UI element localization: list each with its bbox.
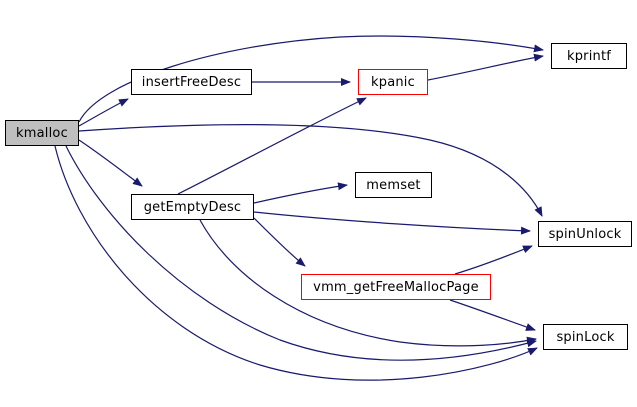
- graph-edge-kmalloc-to-spinLock: [54, 145, 538, 381]
- graph-node-spinUnlock[interactable]: spinUnlock: [538, 221, 632, 247]
- graph-node-kmalloc[interactable]: kmalloc: [5, 120, 79, 146]
- graph-node-label: insertFreeDesc: [141, 74, 242, 90]
- graph-edge-vmm_getFreeMallocPage-to-spinLock: [449, 299, 536, 331]
- graph-node-label: memset: [366, 177, 421, 193]
- graph-node-label: spinLock: [556, 329, 615, 345]
- graph-edge-kmalloc-to-spinUnlock: [78, 123, 543, 217]
- graph-node-getEmptyDesc[interactable]: getEmptyDesc: [131, 194, 254, 220]
- graph-edge-getEmptyDesc-to-vmm_getFreeMallocPage: [253, 217, 306, 267]
- graph-node-spinLock[interactable]: spinLock: [543, 324, 628, 350]
- graph-node-label: getEmptyDesc: [143, 199, 242, 215]
- graph-node-label: spinUnlock: [548, 226, 622, 242]
- graph-edge-kmalloc-to-kprintf: [78, 35, 544, 123]
- graph-node-kprintf[interactable]: kprintf: [551, 43, 627, 69]
- graph-edges: [54, 35, 544, 381]
- graph-edge-kmalloc-to-getEmptyDesc: [78, 139, 143, 187]
- graph-edge-vmm_getFreeMallocPage-to-spinUnlock: [454, 245, 533, 275]
- graph-edge-getEmptyDesc-to-kpanic: [177, 97, 367, 195]
- graph-node-label: vmm_getFreeMallocPage: [313, 279, 479, 295]
- graph-node-vmm_getFreeMallocPage[interactable]: vmm_getFreeMallocPage: [301, 274, 491, 300]
- graph-node-insertFreeDesc[interactable]: insertFreeDesc: [131, 69, 252, 95]
- graph-node-label: kmalloc: [16, 125, 68, 141]
- graph-edge-getEmptyDesc-to-spinLock: [199, 219, 537, 347]
- graph-edge-kmalloc-to-insertFreeDesc: [78, 98, 129, 127]
- graph-node-label: kpanic: [371, 74, 415, 90]
- graph-edge-getEmptyDesc-to-memset: [253, 182, 348, 204]
- graph-node-label: kprintf: [566, 48, 612, 64]
- graph-edge-getEmptyDesc-to-spinUnlock: [253, 211, 531, 235]
- graph-node-memset[interactable]: memset: [355, 172, 432, 198]
- graph-node-kpanic[interactable]: kpanic: [358, 69, 428, 95]
- graph-edge-kmalloc-to-spinLock: [65, 145, 537, 361]
- graph-edge-kpanic-to-kprintf: [427, 53, 544, 81]
